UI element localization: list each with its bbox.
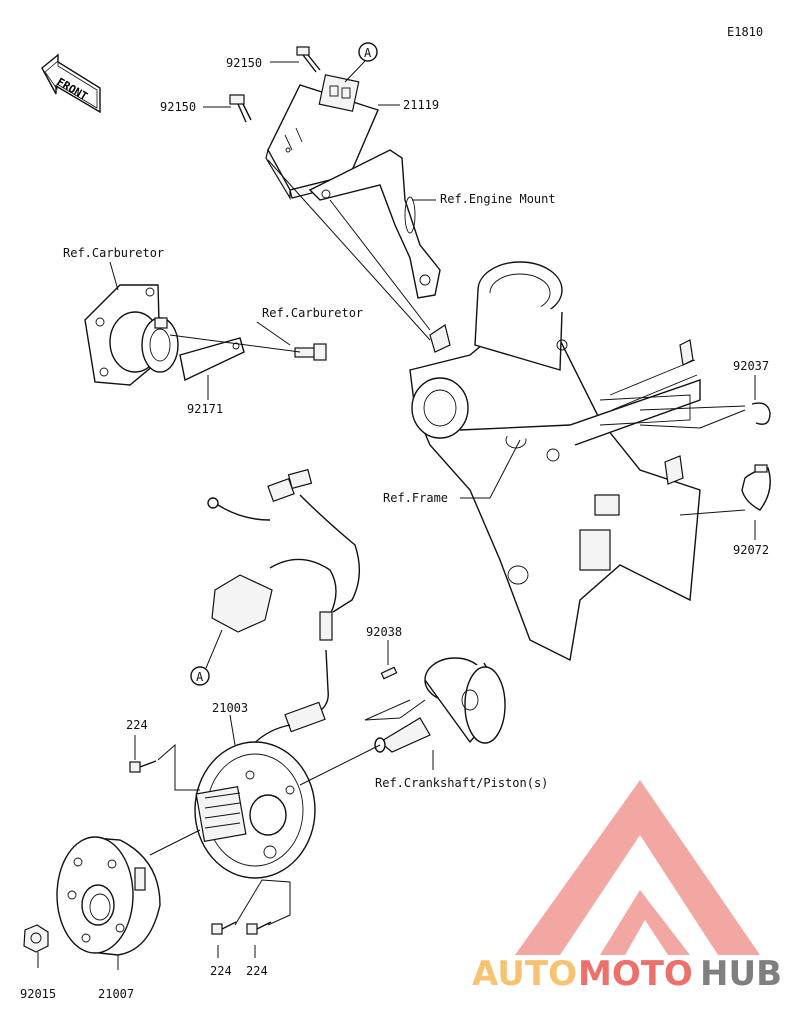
clamp-92072: [741, 464, 771, 511]
wiring-harness: [207, 468, 360, 749]
bolt-92150-top: [296, 46, 321, 73]
label-92171: 92171: [187, 402, 223, 416]
key-92038: [380, 666, 398, 680]
label-92150-left: 92150: [160, 100, 196, 114]
label-21119: 21119: [403, 98, 439, 112]
label-92150-top: 92150: [226, 56, 262, 70]
plate-92171: [179, 337, 245, 382]
crankshaft: [374, 657, 506, 753]
label-ref-engine-mount: Ref.Engine Mount: [440, 192, 556, 206]
screw-224-bottom-right: [246, 921, 272, 935]
watermark-hub: HUB: [700, 954, 782, 994]
carburetor-bolt: [294, 343, 327, 361]
label-92038: 92038: [366, 625, 402, 639]
callout-a-bottom-label: A: [196, 670, 204, 684]
callout-a-top-label: A: [364, 46, 372, 60]
label-ref-carburetor-right: Ref.Carburetor: [262, 306, 363, 320]
cdi-unit-21119: [265, 74, 379, 201]
frame-assembly: [409, 261, 701, 662]
label-ref-crankshaft: Ref.Crankshaft/Piston(s): [375, 776, 548, 790]
bolt-92150-left: [229, 94, 252, 123]
callout-a-bottom: A: [190, 629, 223, 686]
leader-lines: [37, 61, 756, 970]
diagram-code: E1810: [727, 25, 763, 39]
part-labels: 92150 92150 21119 Ref.Engine Mount Ref.C…: [20, 56, 769, 1001]
clamp-92037: [751, 402, 771, 425]
label-92072: 92072: [733, 543, 769, 557]
label-92037: 92037: [733, 359, 769, 373]
flywheel-21007: [56, 836, 161, 956]
screw-224-bottom-left: [211, 921, 237, 935]
watermark-moto: MOTO: [578, 954, 693, 994]
label-ref-frame: Ref.Frame: [383, 491, 448, 505]
front-arrow-icon: FRONT: [41, 53, 101, 114]
label-224-bottom-right: 224: [246, 964, 268, 978]
screw-224-top: [129, 760, 157, 773]
label-92015: 92015: [20, 987, 56, 1001]
watermark-auto: AUTO: [472, 954, 577, 994]
carburetor-holder: [84, 284, 179, 386]
engine-mount-bracket: [308, 149, 441, 299]
watermark-logo: AUTO MOTO HUB: [472, 780, 782, 994]
nut-92015: [23, 924, 49, 953]
label-224-top: 224: [126, 718, 148, 732]
callout-a-top: A: [344, 42, 378, 83]
label-224-bottom-left: 224: [210, 964, 232, 978]
label-21003: 21003: [212, 701, 248, 715]
label-21007: 21007: [98, 987, 134, 1001]
stator-21003: [194, 741, 316, 879]
label-ref-carburetor-left: Ref.Carburetor: [63, 246, 164, 260]
